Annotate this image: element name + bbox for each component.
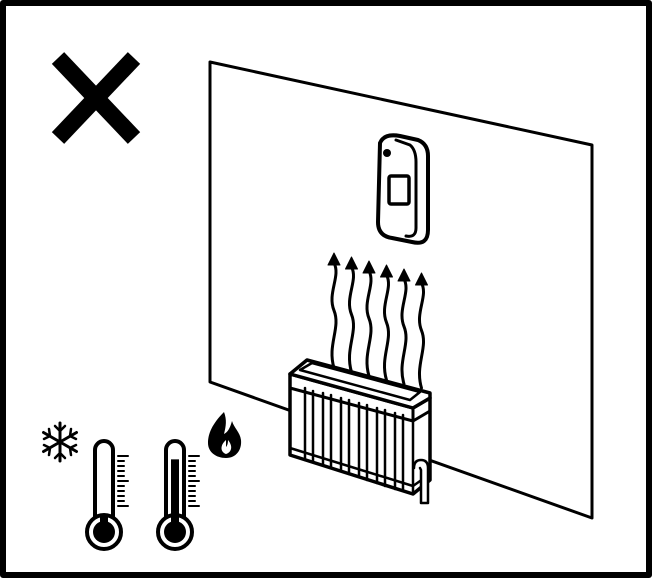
flame-icon bbox=[208, 412, 242, 458]
mercury-column bbox=[100, 514, 108, 532]
heat-waves bbox=[327, 252, 428, 390]
heat-arrow-icon bbox=[415, 272, 428, 390]
snowflake-icon bbox=[42, 421, 78, 463]
radiator-icon bbox=[288, 358, 432, 505]
heat-arrow-icon bbox=[380, 264, 393, 382]
mercury-column bbox=[171, 459, 179, 532]
thermometer-high-icon bbox=[156, 439, 200, 551]
x-mark-icon bbox=[51, 52, 141, 144]
thermometer-low-icon bbox=[85, 439, 129, 551]
heat-arrow-icon bbox=[362, 260, 376, 378]
heat-arrow-icon bbox=[327, 252, 341, 370]
heat-arrow-icon bbox=[345, 256, 358, 374]
motion-detector-icon bbox=[376, 133, 430, 245]
heat-arrow-icon bbox=[397, 268, 411, 386]
